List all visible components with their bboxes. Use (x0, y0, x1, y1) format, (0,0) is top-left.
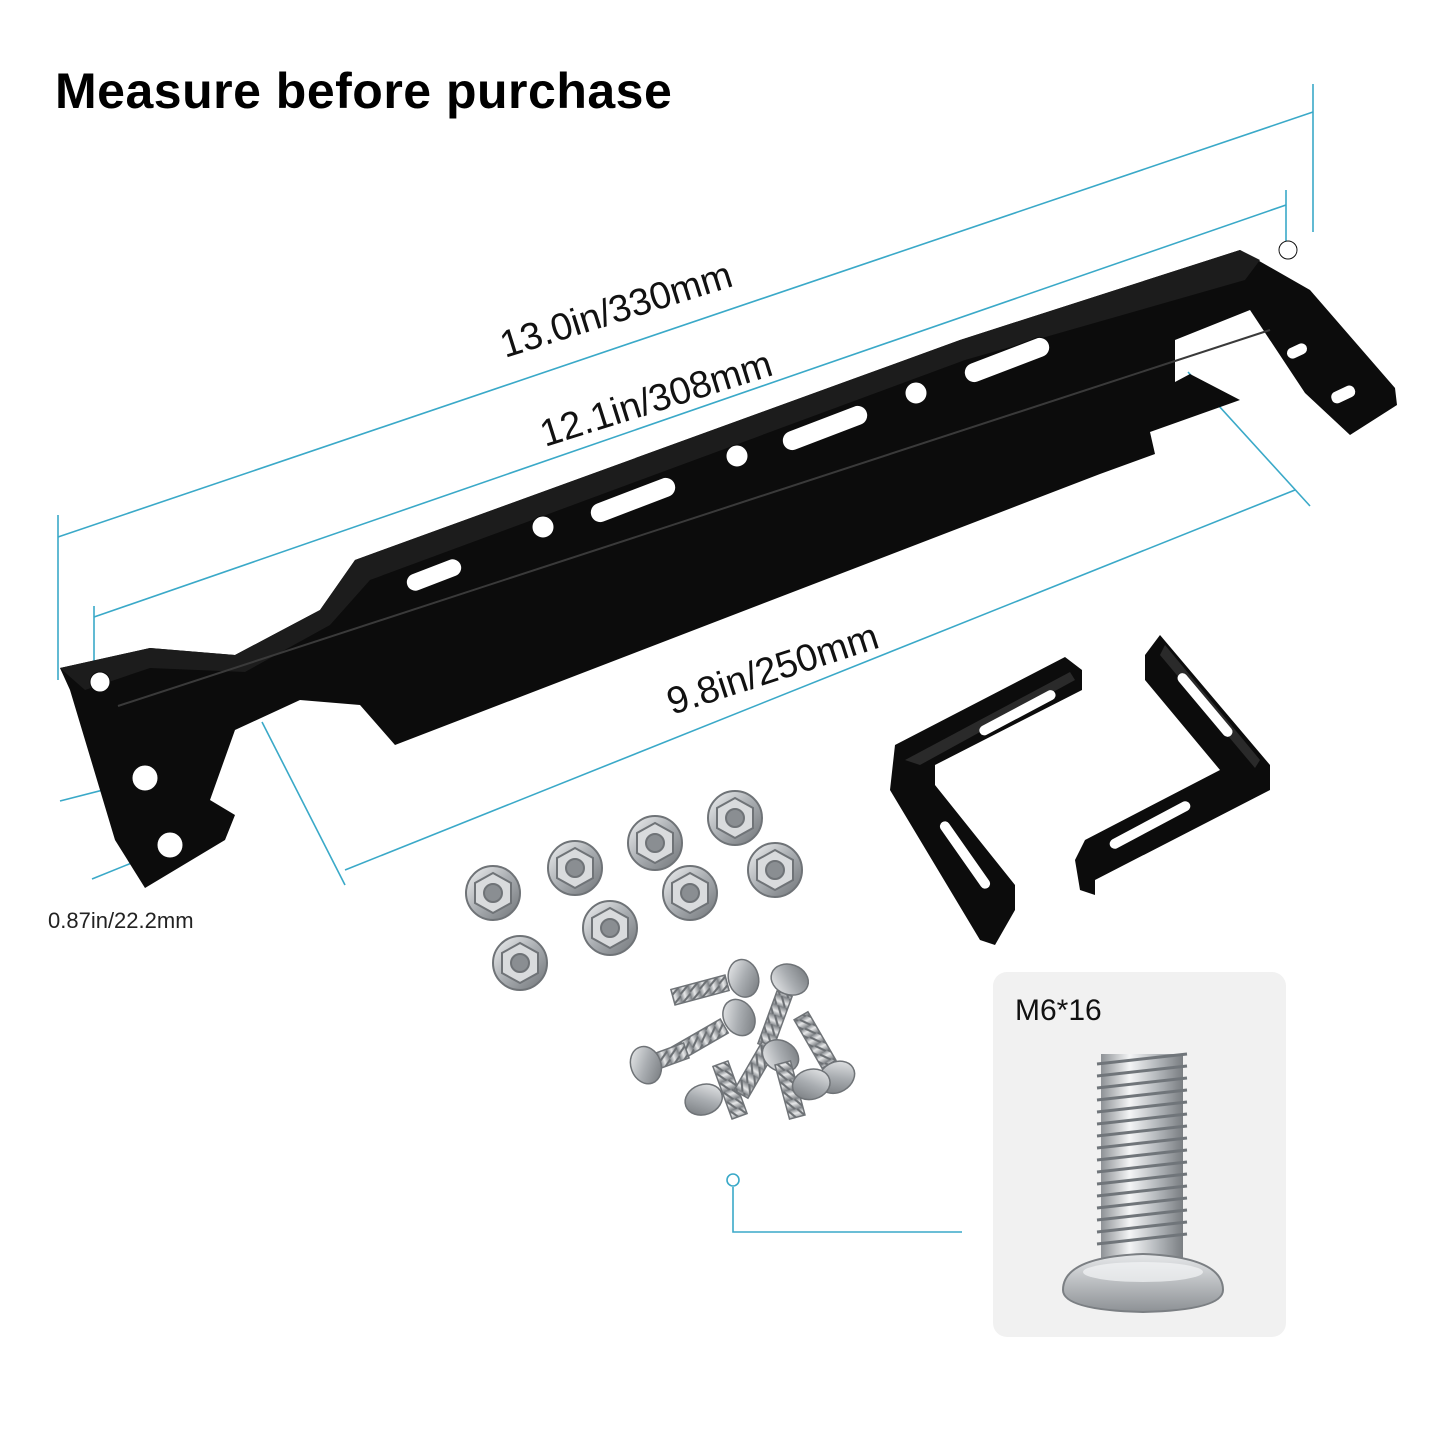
dim-line-holes (93, 204, 1287, 618)
hex-nut (465, 865, 521, 921)
hex-nuts (465, 790, 803, 991)
side-hole-dimension-label: 0.87in/22.2mm (48, 908, 194, 933)
dim-label-overall: 13.0in/330mm (495, 254, 737, 366)
main-bracket (60, 240, 1397, 888)
small-bolt (669, 958, 760, 1006)
hex-nut (492, 935, 548, 991)
bolt-detail-panel: M6*16 (993, 972, 1286, 1337)
l-bracket-left (890, 657, 1082, 945)
dim-tick-cutout-left (261, 721, 346, 886)
dim-line-cutout (344, 489, 1296, 871)
bolts (629, 958, 856, 1121)
bolt-callout-line (732, 1187, 962, 1233)
hex-nut (707, 790, 763, 846)
l-bracket-right (1075, 635, 1270, 895)
hex-nut (627, 815, 683, 871)
small-bolt (684, 1059, 749, 1121)
bolt-size-label: M6*16 (1015, 994, 1102, 1027)
dim-line-overall (57, 111, 1314, 538)
page-title: Measure before purchase (55, 63, 673, 119)
bolt-detail-image (1061, 1052, 1225, 1314)
hex-nut (547, 840, 603, 896)
hex-nut (747, 842, 803, 898)
hex-nut (582, 900, 638, 956)
bolt-callout-dot (726, 1173, 740, 1187)
small-bolt (774, 1059, 831, 1121)
small-bolt (756, 963, 810, 1051)
hex-nut (662, 865, 718, 921)
dim-label-cutout: 9.8in/250mm (662, 616, 884, 724)
small-bolt (629, 1041, 691, 1085)
